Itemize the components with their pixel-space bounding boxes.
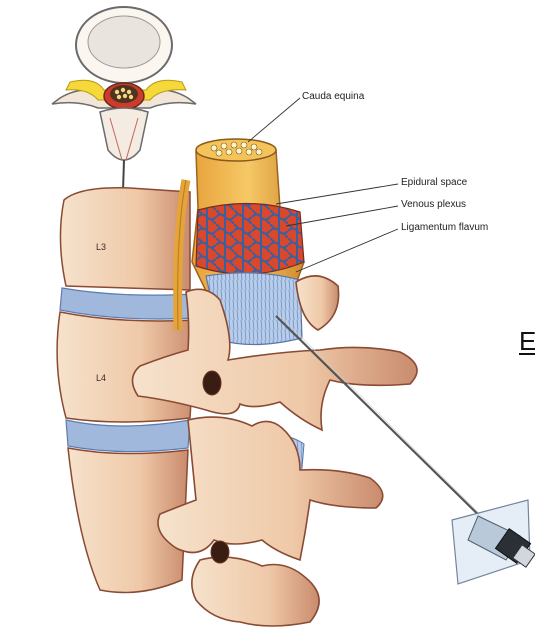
- cut-off-heading-letter: E: [519, 326, 535, 357]
- disc-l4-l5: [66, 420, 190, 452]
- vertebral-body-l3: [60, 188, 190, 290]
- ligamentum-flavum-label: Ligamentum flavum: [401, 222, 488, 233]
- vertebra-l4-label: L4: [96, 373, 106, 383]
- lamina-l4: [158, 417, 383, 560]
- venous-plexus-leader: [286, 206, 398, 226]
- cauda-equina-leader: [248, 98, 300, 142]
- ligamentum-flavum-leader: [296, 229, 398, 272]
- intervertebral-foramen-l3: [203, 371, 221, 395]
- cauda-equina-label: Cauda equina: [302, 91, 364, 102]
- venous-plexus-label: Venous plexus: [401, 199, 466, 210]
- epidural-space-leader: [276, 184, 398, 204]
- facet-l3-right: [296, 276, 339, 330]
- lamina-l5: [192, 557, 319, 626]
- intervertebral-foramen-l4: [211, 541, 229, 563]
- syringe-hub: [452, 500, 535, 584]
- venous-plexus: [196, 203, 304, 274]
- epidural-space-label: Epidural space: [401, 177, 467, 188]
- vertebra-l3-label: L3: [96, 242, 106, 252]
